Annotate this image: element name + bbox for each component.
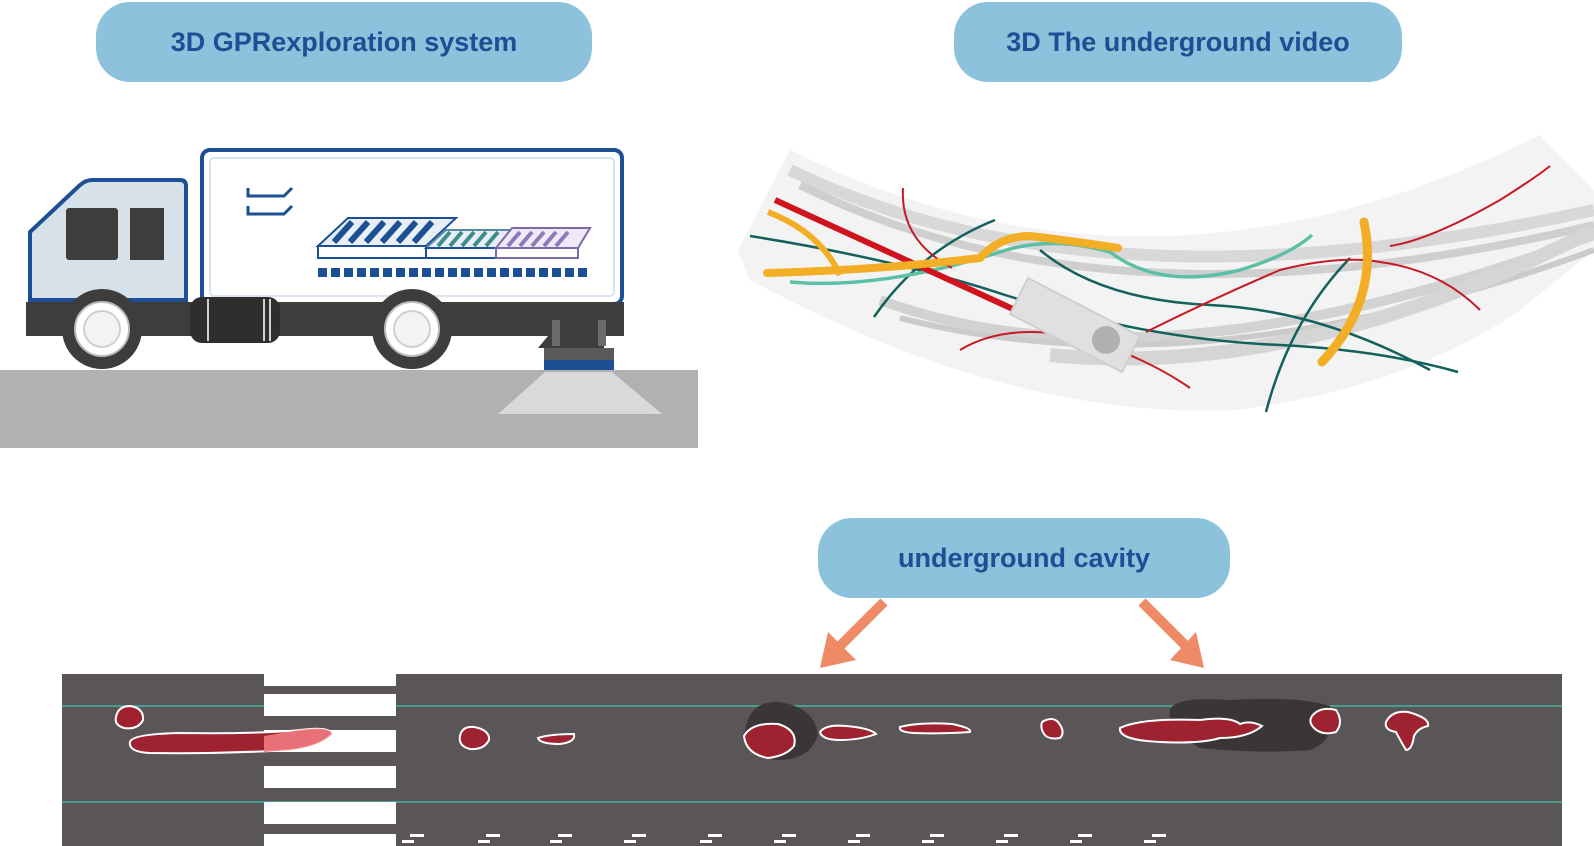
road-cross-section bbox=[62, 674, 1562, 846]
front-wheel bbox=[62, 289, 142, 369]
underground-pipes-illustration bbox=[738, 135, 1594, 413]
cab-window bbox=[66, 208, 118, 260]
cavity bbox=[1309, 707, 1341, 735]
cavity bbox=[114, 704, 145, 730]
truck-icon bbox=[0, 148, 698, 448]
camera-icon bbox=[1008, 276, 1142, 374]
cavity bbox=[458, 725, 491, 751]
gpr-antenna-icon bbox=[315, 217, 592, 277]
underground-video-label-text: 3D The underground video bbox=[1006, 26, 1350, 57]
fuel-tank bbox=[190, 297, 280, 343]
cavity bbox=[536, 732, 576, 746]
rear-wheel bbox=[372, 289, 452, 369]
gpr-system-label-text: 3D GPRexploration system bbox=[170, 26, 518, 57]
gpr-system-label: 3D GPRexploration system bbox=[96, 2, 592, 82]
underground-video-label: 3D The underground video bbox=[954, 2, 1402, 82]
underground-cavity-label-text: underground cavity bbox=[897, 542, 1151, 573]
cab-window bbox=[130, 208, 164, 260]
arrow-right bbox=[1138, 598, 1204, 668]
lane-dashes bbox=[402, 834, 1166, 843]
cavity bbox=[1040, 718, 1064, 740]
underground-cavity-label: underground cavity bbox=[818, 518, 1230, 598]
cavity bbox=[1118, 717, 1264, 744]
cavity bbox=[818, 724, 878, 742]
radar-beam bbox=[498, 372, 662, 414]
cavity bbox=[898, 722, 972, 735]
cavity bbox=[1384, 710, 1430, 752]
antenna-dots bbox=[318, 268, 587, 277]
arrow-left bbox=[820, 598, 888, 668]
scan-icon bbox=[246, 186, 294, 216]
cavity bbox=[742, 722, 796, 760]
